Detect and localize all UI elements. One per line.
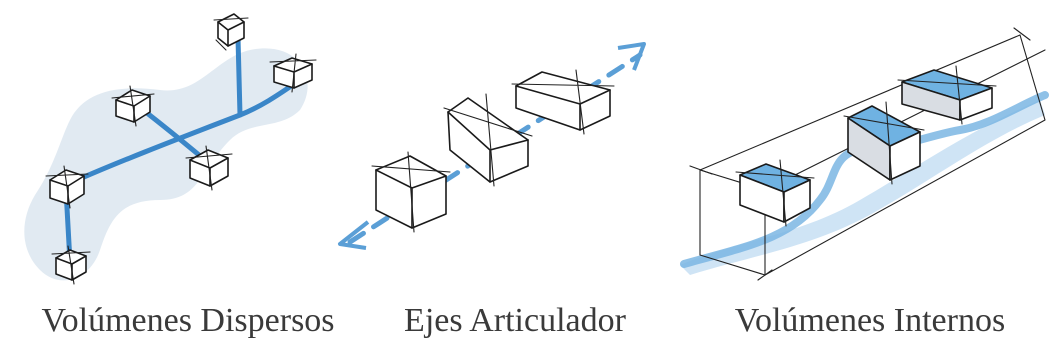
caption-dispersed-volumes: Volúmenes Dispersos (41, 302, 335, 339)
internal-box-middle (843, 101, 925, 185)
dispersed-background-wash (24, 48, 308, 281)
axis-arrowhead-bottom (338, 220, 370, 250)
internal-volumes-sketch (680, 27, 1049, 281)
internal-box-right (897, 65, 997, 125)
axis-box-right (511, 69, 615, 135)
axis-box-left (371, 151, 451, 233)
caption-internal-volumes: Volúmenes Internos (734, 302, 1006, 339)
dispersed-box-bottom (51, 245, 91, 285)
dispersed-box-center (185, 145, 233, 191)
dispersed-box-top (213, 13, 249, 51)
dispersed-box-left (111, 85, 155, 127)
axis-arrowhead-top (617, 42, 646, 71)
dispersed-box-lower-left (45, 165, 89, 209)
caption-articulating-axes: Ejes Articulador (404, 302, 626, 339)
dispersed-box-right (269, 53, 317, 93)
internal-box-left (735, 159, 815, 227)
articulating-axes-sketch (338, 42, 646, 250)
axis-box-middle (443, 93, 533, 187)
dispersed-volumes-sketch (24, 13, 317, 285)
